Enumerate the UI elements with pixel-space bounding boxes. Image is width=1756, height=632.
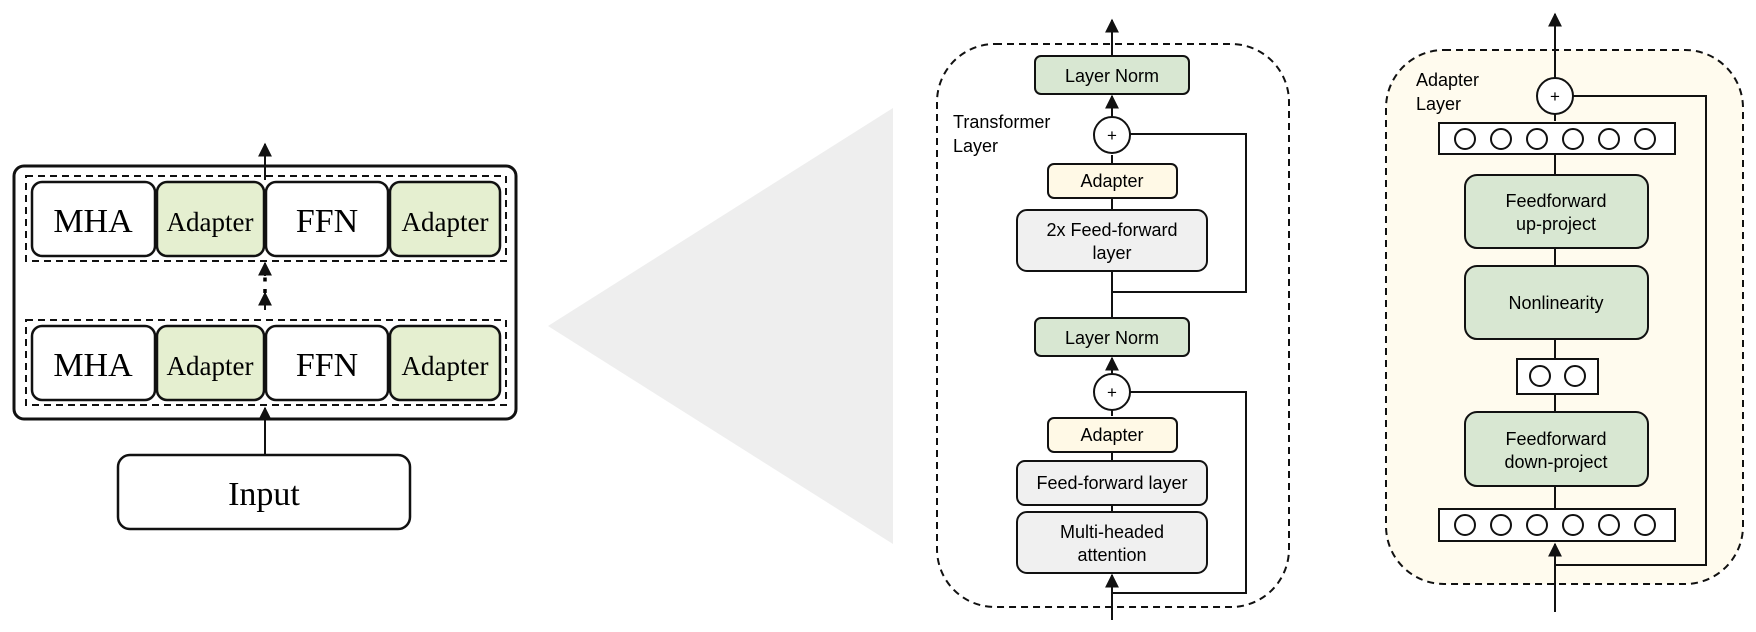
feedforward-layer-label: Feed-forward layer — [1036, 473, 1187, 493]
zoom-wedge — [548, 108, 893, 544]
transformer-layer-title-line1: Transformer — [953, 112, 1050, 132]
adapter-skip-connection — [1555, 95, 1707, 566]
adapter-top-box — [1047, 163, 1178, 199]
bottom-layer-dashed-frame — [25, 319, 507, 406]
input-label: Input — [228, 476, 300, 513]
bottleneck-neuron — [1564, 365, 1586, 387]
ffn-label-top: FFN — [296, 203, 358, 240]
feedforward-layer-box — [1016, 460, 1208, 506]
down-project-label-line2: down-project — [1504, 452, 1607, 472]
output-neuron — [1634, 128, 1656, 150]
output-neurons-row — [1438, 122, 1676, 155]
bottom-layer-blocks: MHA Adapter FFN Adapter — [30, 324, 502, 402]
output-neuron — [1526, 128, 1548, 150]
mha-label-line1: Multi-headed — [1060, 522, 1164, 542]
multi-headed-attention-box — [1016, 511, 1208, 574]
left-stack-panel: MHA Adapter FFN Adapter MHA Adapter FFN … — [12, 142, 518, 531]
feedforward-up-project-box — [1464, 174, 1649, 249]
input-neuron — [1598, 514, 1620, 536]
ffn-block-top — [264, 180, 390, 258]
residual-add-bottom-symbol: + — [1107, 383, 1117, 402]
residual-add-top-circle — [1093, 116, 1131, 154]
adapter-residual-add-symbol: + — [1550, 87, 1560, 106]
adapter-block-top-2 — [388, 180, 502, 258]
adapter-top-label: Adapter — [1080, 171, 1143, 191]
adapter-label-top-2: Adapter — [402, 207, 489, 237]
layer-norm-top-box — [1034, 55, 1190, 95]
ffn-block-bottom — [264, 324, 390, 402]
input-neuron — [1454, 514, 1476, 536]
adapter-label-bottom-2: Adapter — [402, 351, 489, 381]
layer-norm-bottom-label: Layer Norm — [1065, 328, 1159, 348]
transformer-layer-title-line2: Layer — [953, 136, 998, 156]
feedforward-down-project-box — [1464, 411, 1649, 487]
adapter-bottom-label: Adapter — [1080, 425, 1143, 445]
input-neuron — [1634, 514, 1656, 536]
down-project-label-line1: Feedforward — [1505, 429, 1606, 449]
adapter-block-top-1 — [155, 180, 266, 258]
feedforward-2x-label-line2: layer — [1092, 243, 1131, 263]
input-neuron — [1562, 514, 1584, 536]
transformer-layer-panel: Transformer Layer Layer Norm + Adapter 2… — [936, 18, 1290, 620]
bottleneck-neuron — [1529, 365, 1551, 387]
adapter-block-bottom-2 — [388, 324, 502, 402]
mha-label-line2: attention — [1077, 545, 1146, 565]
up-project-label-line2: up-project — [1516, 214, 1596, 234]
residual-add-bottom-circle — [1093, 373, 1131, 411]
mha-block-bottom — [30, 324, 157, 402]
adapter-bottom-box — [1047, 417, 1178, 453]
skip-connection-lower — [1112, 391, 1247, 594]
adapter-label-bottom-1: Adapter — [167, 351, 254, 381]
skip-connection-upper — [1112, 133, 1247, 293]
nonlinearity-label: Nonlinearity — [1508, 293, 1603, 313]
adapter-layer-panel: Adapter Layer + Feedforward up-project N… — [1385, 12, 1744, 612]
adapter-block-bottom-1 — [155, 324, 266, 402]
adapter-residual-add-circle — [1536, 77, 1574, 115]
residual-add-top-symbol: + — [1107, 126, 1117, 145]
mha-block-top — [30, 180, 157, 258]
input-neuron — [1526, 514, 1548, 536]
layer-norm-top-label: Layer Norm — [1065, 66, 1159, 86]
mha-label-top: MHA — [53, 203, 133, 240]
input-block — [116, 453, 412, 531]
adapter-layer-title-line2: Layer — [1416, 94, 1461, 114]
output-neuron — [1562, 128, 1584, 150]
input-neuron — [1490, 514, 1512, 536]
feedforward-2x-label-line1: 2x Feed-forward — [1046, 220, 1177, 240]
top-layer-blocks: MHA Adapter FFN Adapter — [30, 180, 502, 258]
output-neuron — [1598, 128, 1620, 150]
nonlinearity-box — [1464, 265, 1649, 340]
layer-norm-bottom-box — [1034, 317, 1190, 357]
feedforward-2x-box — [1016, 209, 1208, 272]
output-neuron — [1490, 128, 1512, 150]
up-project-label-line1: Feedforward — [1505, 191, 1606, 211]
mha-label-bottom: MHA — [53, 347, 133, 384]
adapter-label-top-1: Adapter — [167, 207, 254, 237]
ffn-label-bottom: FFN — [296, 347, 358, 384]
adapter-layer-title-line1: Adapter — [1416, 70, 1479, 90]
output-neuron — [1454, 128, 1476, 150]
